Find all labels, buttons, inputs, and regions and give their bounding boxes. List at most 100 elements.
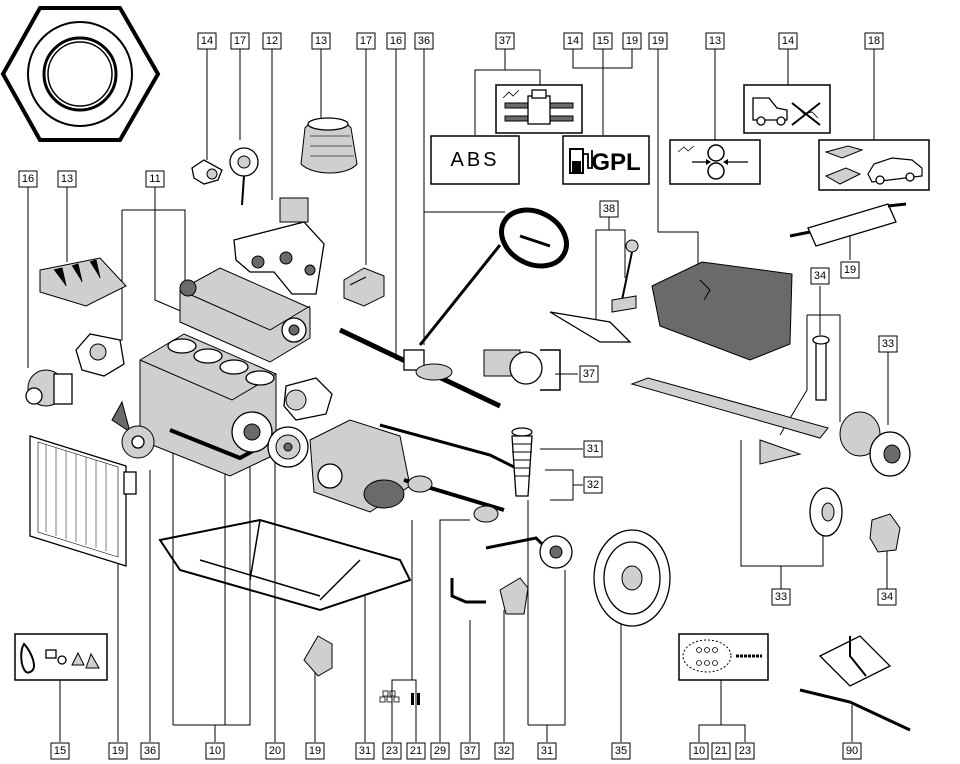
callout-21[interactable]: 21 <box>406 742 426 760</box>
wheel-hub-knuckle-part <box>485 535 573 569</box>
callout-34[interactable]: 34 <box>877 588 897 606</box>
svg-text:38: 38 <box>603 203 615 215</box>
callout-14[interactable]: 14 <box>563 32 583 50</box>
svg-text:34: 34 <box>814 270 826 282</box>
callout-15[interactable]: 15 <box>50 742 70 760</box>
callout-33[interactable]: 33 <box>771 588 791 606</box>
callout-16[interactable]: 16 <box>386 32 406 50</box>
callout-29[interactable]: 29 <box>430 742 450 760</box>
svg-text:31: 31 <box>541 745 553 757</box>
abs-pump-part <box>483 349 561 391</box>
svg-text:36: 36 <box>144 745 156 757</box>
callout-23[interactable]: 23 <box>735 742 755 760</box>
callout-14[interactable]: 14 <box>778 32 798 50</box>
fuel-pump-symbol-icon[interactable] <box>669 139 761 185</box>
injection-pump-part <box>39 257 127 307</box>
callout-12[interactable]: 12 <box>262 32 282 50</box>
brake-disc-part <box>809 487 843 537</box>
callout-23[interactable]: 23 <box>382 742 402 760</box>
engine-mount-lower-part <box>303 635 333 677</box>
abs-hydraulic-unit-icon[interactable] <box>495 84 583 134</box>
callout-13[interactable]: 13 <box>311 32 331 50</box>
callout-35[interactable]: 35 <box>611 742 631 760</box>
leader-lines <box>27 49 889 742</box>
water-pump-part <box>229 147 259 206</box>
callout-19[interactable]: 19 <box>305 742 325 760</box>
svg-text:13: 13 <box>315 35 327 47</box>
svg-text:10: 10 <box>209 745 221 757</box>
svg-text:33: 33 <box>882 338 894 350</box>
cylinder-head-part <box>179 267 311 363</box>
callout-38[interactable]: 38 <box>599 200 619 218</box>
rear-axle-beam-part <box>630 335 830 465</box>
svg-text:36: 36 <box>418 35 430 47</box>
air-filter-part <box>300 117 358 174</box>
callout-32[interactable]: 32 <box>583 476 603 494</box>
callout-37[interactable]: 37 <box>460 742 480 760</box>
svg-text:19: 19 <box>112 745 124 757</box>
callout-13[interactable]: 13 <box>57 170 77 188</box>
svg-text:ABS: ABS <box>450 149 499 171</box>
callout-19[interactable]: 19 <box>622 32 642 50</box>
callout-15[interactable]: 15 <box>593 32 613 50</box>
svg-text:21: 21 <box>410 745 422 757</box>
callout-16[interactable]: 16 <box>18 170 38 188</box>
callout-19[interactable]: 19 <box>108 742 128 760</box>
gearbox-part <box>309 419 411 513</box>
intake-manifold-part <box>233 197 325 295</box>
callout-boxes: 14 17 12 13 17 16 36 37 14 15 19 19 13 1… <box>18 32 898 760</box>
callout-37[interactable]: 37 <box>495 32 515 50</box>
callout-32[interactable]: 32 <box>494 742 514 760</box>
callout-34[interactable]: 34 <box>810 267 830 285</box>
radiator-part <box>29 435 137 567</box>
callout-18[interactable]: 18 <box>864 32 884 50</box>
no-towing-symbol-icon[interactable] <box>743 84 831 134</box>
callout-21[interactable]: 21 <box>711 742 731 760</box>
callout-33[interactable]: 33 <box>878 335 898 353</box>
abs-symbol-box[interactable]: ABS <box>430 135 520 185</box>
svg-text:35: 35 <box>615 745 627 757</box>
callout-20[interactable]: 20 <box>265 742 285 760</box>
svg-text:15: 15 <box>54 745 66 757</box>
hex-nut-icon <box>0 6 161 142</box>
callout-19[interactable]: 19 <box>840 261 860 279</box>
svg-text:33: 33 <box>775 591 787 603</box>
callout-17[interactable]: 17 <box>230 32 250 50</box>
svg-text:15: 15 <box>597 35 609 47</box>
callout-36[interactable]: 36 <box>414 32 434 50</box>
brake-caliper-part <box>499 577 529 615</box>
callout-31[interactable]: 31 <box>355 742 375 760</box>
shock-absorber-strut-part <box>511 427 533 497</box>
callout-10[interactable]: 10 <box>205 742 225 760</box>
svg-text:14: 14 <box>567 35 579 47</box>
callout-36[interactable]: 36 <box>140 742 160 760</box>
svg-text:31: 31 <box>359 745 371 757</box>
gpl-symbol-box[interactable]: GPL <box>562 135 650 185</box>
svg-text:10: 10 <box>693 745 705 757</box>
callout-90[interactable]: 90 <box>842 742 862 760</box>
svg-text:19: 19 <box>844 264 856 276</box>
callout-10[interactable]: 10 <box>689 742 709 760</box>
callout-31[interactable]: 31 <box>583 440 603 458</box>
callout-19[interactable]: 19 <box>648 32 668 50</box>
clutch-disc-part <box>267 426 309 468</box>
brake-drum-part <box>839 411 911 477</box>
svg-text:19: 19 <box>309 745 321 757</box>
callout-14[interactable]: 14 <box>197 32 217 50</box>
callout-37[interactable]: 37 <box>579 365 599 383</box>
timing-pulley-part <box>111 400 155 459</box>
svg-text:37: 37 <box>464 745 476 757</box>
gear-lever-part <box>549 239 639 343</box>
timing-belt-kit-symbol-icon[interactable] <box>14 633 108 681</box>
drive-shaft-part <box>403 475 505 523</box>
gasket-kit-symbol-icon[interactable] <box>678 633 769 681</box>
steering-rack-part <box>338 244 502 409</box>
callout-13[interactable]: 13 <box>705 32 725 50</box>
body-kit-symbol-icon[interactable] <box>818 139 930 191</box>
callout-17[interactable]: 17 <box>356 32 376 50</box>
callout-11[interactable]: 11 <box>145 170 165 188</box>
steel-wheel-part <box>593 529 671 627</box>
callout-31[interactable]: 31 <box>537 742 557 760</box>
svg-text:18: 18 <box>868 35 880 47</box>
